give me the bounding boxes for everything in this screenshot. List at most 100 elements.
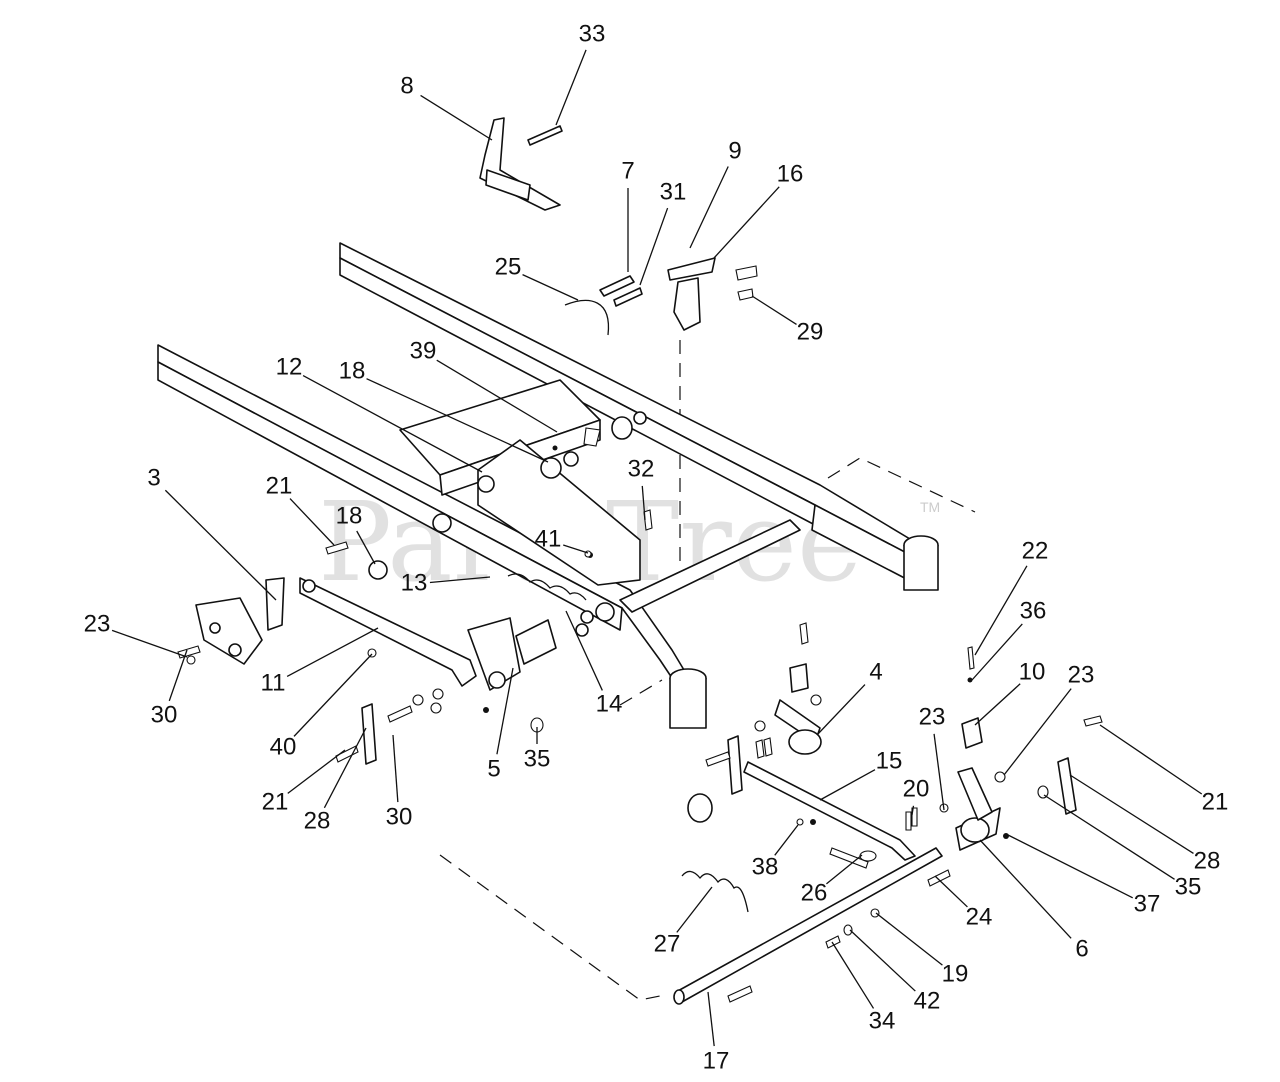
callout-14: 14 — [596, 690, 623, 717]
leader-line-33 — [555, 49, 587, 126]
leader-line-21 — [1099, 724, 1203, 795]
callout-10: 10 — [1019, 658, 1046, 685]
callout-7: 7 — [621, 157, 634, 184]
callout-28: 28 — [1194, 847, 1221, 874]
callout-26: 26 — [801, 879, 828, 906]
leader-line-6 — [979, 839, 1072, 939]
leader-line-8 — [420, 94, 493, 141]
leader-line-9 — [689, 166, 729, 249]
callout-24: 24 — [966, 903, 993, 930]
frame-rail-rear — [339, 242, 921, 586]
callout-8: 8 — [400, 72, 413, 99]
leader-line-38 — [774, 824, 799, 856]
callout-21: 21 — [266, 472, 293, 499]
leader-line-34 — [831, 941, 875, 1009]
leader-line-23 — [1003, 688, 1072, 776]
axle-tubes — [669, 535, 939, 729]
leader-line-13 — [429, 576, 491, 584]
leader-line-4 — [816, 684, 866, 736]
fasteners — [177, 427, 1103, 1003]
leader-line-20 — [911, 805, 915, 816]
link-parts-28 — [361, 703, 1077, 815]
callout-22: 22 — [1022, 537, 1049, 564]
leader-line-28 — [1069, 774, 1194, 854]
leader-line-5 — [496, 667, 514, 755]
callout-39: 39 — [410, 337, 437, 364]
leader-line-37 — [1007, 834, 1134, 899]
leader-line-24 — [934, 875, 968, 908]
callout-35: 35 — [524, 745, 551, 772]
leader-line-15 — [819, 769, 876, 801]
lever-part-4 — [774, 663, 822, 755]
leader-line-32 — [641, 485, 646, 521]
clip-part-10 — [961, 717, 983, 749]
leader-line-40 — [293, 653, 373, 737]
spring-part-27 — [681, 870, 749, 913]
callout-20: 20 — [903, 775, 930, 802]
callout-18: 18 — [339, 357, 366, 384]
callout-30: 30 — [151, 701, 178, 728]
callout-16: 16 — [777, 160, 804, 187]
callout-41: 41 — [535, 525, 562, 552]
switch-bracket-parts-9-16 — [667, 257, 758, 331]
callout-36: 36 — [1020, 597, 1047, 624]
frame-bushings — [432, 411, 647, 637]
callout-32: 32 — [628, 455, 655, 482]
callout-17: 17 — [703, 1047, 730, 1074]
leader-line-11 — [286, 627, 379, 678]
callout-29: 29 — [797, 318, 824, 345]
arm-part-11 — [299, 577, 477, 687]
leader-line-29 — [751, 295, 797, 325]
shaft-part-17 — [673, 847, 943, 1005]
leader-line-3 — [164, 489, 277, 601]
leader-line-19 — [875, 912, 943, 966]
callout-23: 23 — [919, 703, 946, 730]
callout-28: 28 — [304, 807, 331, 834]
leader-line-16 — [713, 186, 780, 259]
callout-27: 27 — [654, 930, 681, 957]
leader-line-27 — [676, 886, 713, 933]
frame-crossmembers — [399, 379, 801, 613]
leader-line-28 — [323, 727, 367, 809]
leader-line-26 — [826, 854, 863, 885]
callout-5: 5 — [487, 755, 500, 782]
leader-line-31 — [639, 207, 669, 286]
leader-line-22 — [974, 565, 1028, 656]
callout-15: 15 — [876, 747, 903, 774]
spring-part-14 — [507, 573, 587, 601]
leader-line-42 — [849, 929, 916, 992]
leader-line-25 — [522, 274, 579, 301]
bracket-part-3 — [195, 577, 285, 665]
leader-line-23 — [111, 629, 188, 658]
callout-19: 19 — [942, 960, 969, 987]
bracket-part-6 — [955, 767, 1001, 851]
leader-line-21 — [289, 498, 335, 546]
callout-30: 30 — [386, 803, 413, 830]
callout-23: 23 — [84, 610, 111, 637]
leader-line-30 — [392, 734, 399, 803]
callout-42: 42 — [914, 987, 941, 1014]
bracket-part-8 — [479, 117, 561, 211]
reference-dash-lines — [439, 340, 976, 1001]
leader-line-36 — [971, 623, 1023, 681]
leader-line-23 — [933, 733, 945, 811]
clip-parts-7-31 — [599, 275, 643, 307]
callout-38: 38 — [752, 853, 779, 880]
wire-part-25 — [564, 299, 610, 336]
callout-34: 34 — [869, 1007, 896, 1034]
callout-12: 12 — [276, 353, 303, 380]
callout-3: 3 — [147, 464, 160, 491]
leader-line-35 — [1043, 794, 1175, 880]
callout-11: 11 — [261, 669, 286, 696]
callout-23: 23 — [1068, 661, 1095, 688]
leader-line-17 — [707, 991, 715, 1047]
callout-33: 33 — [579, 20, 606, 47]
callout-35: 35 — [1175, 873, 1202, 900]
callout-13: 13 — [401, 569, 428, 596]
callout-21: 21 — [1202, 788, 1229, 815]
pin-part-33 — [527, 125, 563, 146]
callout-37: 37 — [1134, 890, 1161, 917]
